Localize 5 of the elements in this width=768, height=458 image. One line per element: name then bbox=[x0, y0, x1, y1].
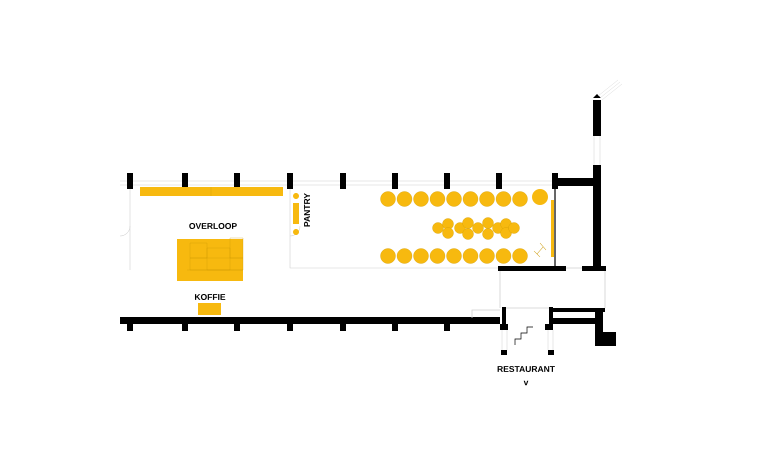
room-label: OVERLOOP bbox=[189, 223, 237, 229]
room-label: RESTAURANT bbox=[498, 366, 555, 372]
room-label: PANTRY bbox=[304, 193, 310, 226]
room-label: KOFFIE bbox=[194, 294, 226, 300]
room-label: v bbox=[524, 380, 528, 386]
